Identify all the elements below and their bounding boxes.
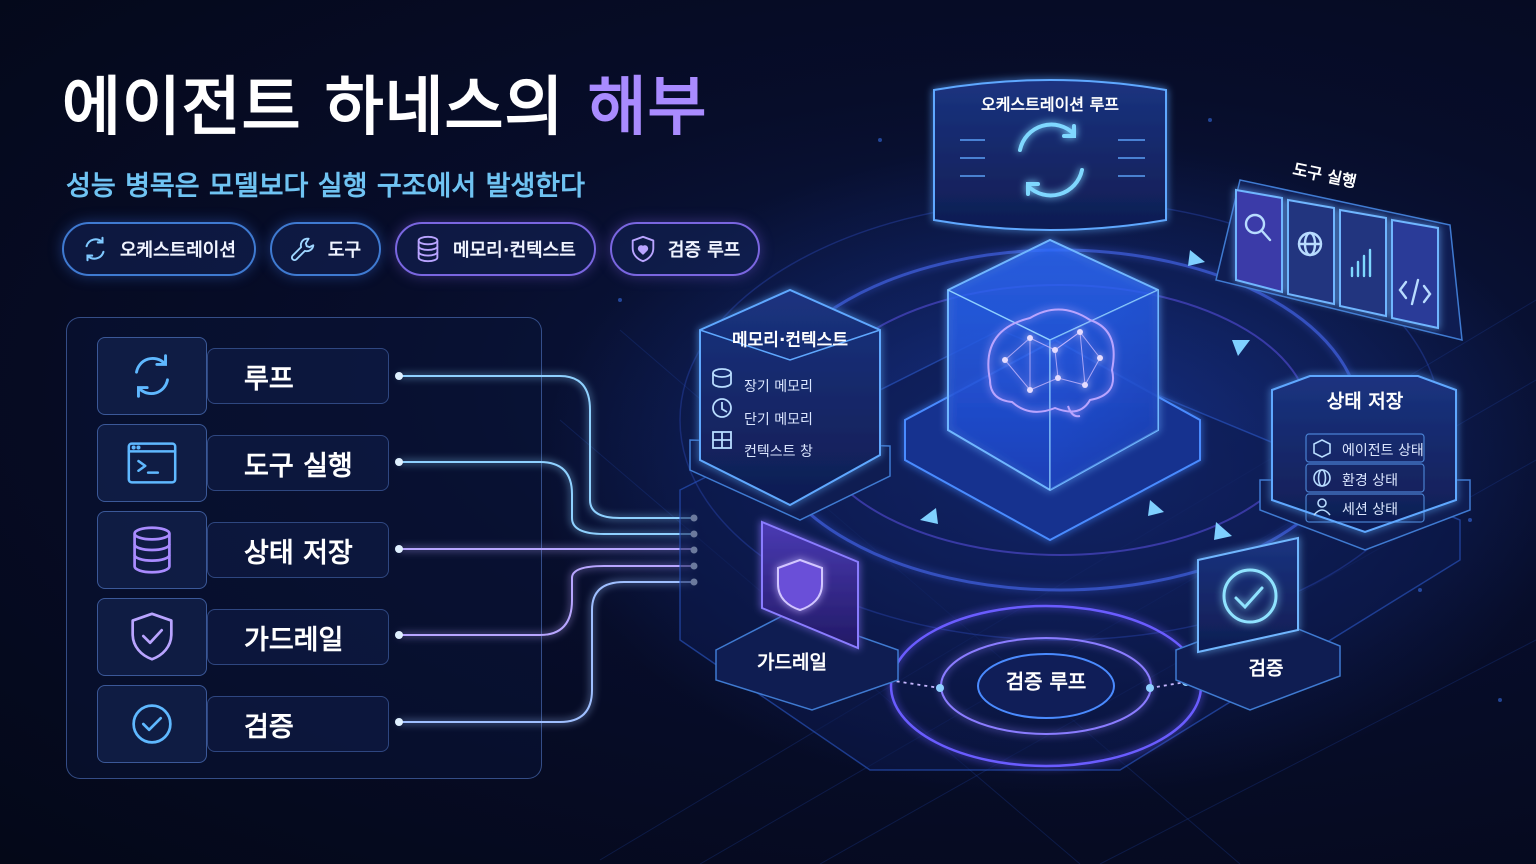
memory-context-block [689,288,891,521]
tag-orchestration: 오케스트레이션 [62,222,256,276]
title-main: 에이전트 하네스의 [62,71,565,145]
component-loop: 루프 [97,337,392,415]
database-icon [712,368,732,388]
component-label: 루프 [207,348,389,404]
check-circle-icon [1222,568,1278,624]
tag-label: 메모리·컨텍스트 [453,240,576,261]
label-orchestration-loop: 오케스트레이션 루프 [980,95,1120,114]
memory-item-short-term: 단기 메모리 [744,412,813,428]
tag-label: 오케스트레이션 [120,240,236,261]
tag-tools: 도구 [269,222,382,276]
tag-memory-context: 메모리·컨텍스트 [395,222,596,276]
database-icon [133,526,171,574]
component-label: 도구 실행 [207,435,389,491]
component-icon-box [97,337,207,415]
check-circle-icon [132,704,172,744]
tag-verification-loop: 검증 루프 [609,222,761,276]
page-title: 에이전트 하네스의 해부 [62,56,707,148]
component-guardrail: 가드레일 [97,598,392,676]
component-label: 가드레일 [207,609,389,665]
page-subtitle: 성능 병목은 모델보다 실행 구조에서 발생한다 [66,171,585,202]
component-label: 상태 저장 [207,522,389,578]
core-cube [904,238,1201,542]
tag-label: 검증 루프 [667,240,741,261]
label-verification: 검증 [1248,657,1284,680]
shield-check-icon [131,612,173,661]
guardrail-block [715,520,899,711]
shield-heart-icon [631,235,655,263]
tool-execution-panel [1215,179,1463,341]
component-state-store: 상태 저장 [97,511,392,589]
verification-block [1175,536,1341,711]
globe-icon [1313,469,1331,487]
refresh-icon [135,354,169,398]
state-item-environment: 환경 상태 [1342,473,1398,489]
refresh-icon [85,236,105,262]
label-guardrail: 가드레일 [757,651,827,674]
state-item-agent: 에이전트 상태 [1342,443,1424,459]
brain-network-icon [987,308,1115,418]
label-verification-loop: 검증 루프 [1005,669,1087,694]
component-panel: 루프 도구 실행 상태 저장 가드레일 [66,317,542,779]
component-icon-box [97,598,207,676]
connector-tool [399,461,692,535]
component-verification: 검증 [97,685,392,763]
database-icon [417,235,439,263]
state-store-block [1259,375,1471,551]
memory-item-long-term: 장기 메모리 [744,379,813,395]
connector-loop [399,375,692,519]
bar-chart-icon [1350,248,1372,278]
tag-list: 오케스트레이션 도구 메모리·컨텍스트 검증 루프 [62,222,761,276]
tag-label: 도구 [327,240,362,261]
clock-icon [712,398,732,418]
connector-guardrail [399,565,692,636]
flow-arrows [920,250,1250,540]
refresh-icon [1018,122,1084,198]
cube-icon [1313,439,1331,458]
label-state-store: 상태 저장 [1326,390,1404,413]
component-icon-box [97,424,207,502]
component-icon-box [97,685,207,763]
terminal-icon [127,442,177,484]
component-tool-execution: 도구 실행 [97,424,392,502]
connector-verify [399,581,692,723]
state-item-session: 세션 상태 [1342,502,1398,518]
memory-item-context-window: 컨텍스트 창 [744,444,813,460]
title-accent: 해부 [587,71,708,145]
user-icon [1313,498,1331,516]
shield-icon [777,558,823,612]
grid-icon [712,431,732,449]
label-memory-context: 메모리·컨텍스트 [732,330,848,351]
code-icon [1398,278,1432,306]
component-label: 검증 [207,696,389,752]
component-icon-box [97,511,207,589]
orchestration-loop-panel [933,79,1167,231]
search-icon [1244,213,1272,242]
wrench-icon [290,237,315,262]
connector-lines [399,375,692,723]
globe-icon [1297,231,1323,257]
